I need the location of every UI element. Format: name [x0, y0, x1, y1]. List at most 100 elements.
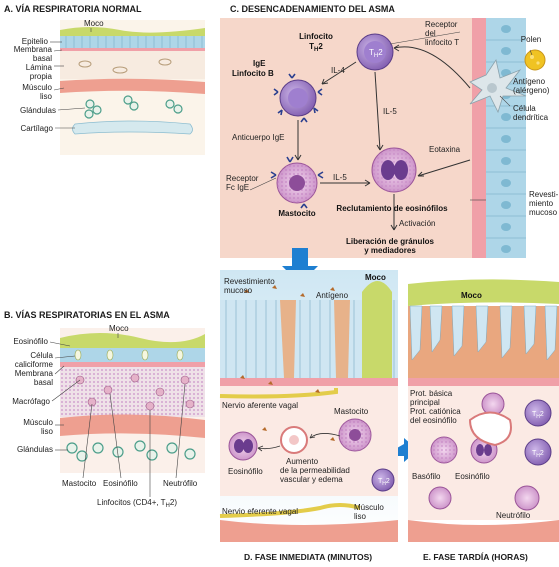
antigen-particles [240, 285, 335, 441]
panel-c-title: C. DESENCADENAMIENTO DEL ASMA [230, 4, 395, 14]
panel-e-title: E. FASE TARDÍA (HORAS) [423, 552, 528, 562]
label-musculo: Músculo [22, 83, 52, 92]
label-il5-b: IL-5 [333, 173, 347, 182]
inflammatory-cells [75, 373, 195, 411]
panel-a-title: A. VÍA RESPIRATORIA NORMAL [4, 4, 142, 14]
label-il5-a: IL-5 [383, 107, 397, 116]
label-revest-d-2: mucoso [224, 286, 253, 295]
label-moco-b: Moco [109, 324, 129, 333]
late-phase-cells [428, 392, 540, 511]
label-nervio-aferente: Nervio aferente vagal [222, 401, 298, 410]
label-membrana: Membrana [14, 45, 53, 54]
label-eotaxina: Eotaxina [429, 145, 461, 154]
label-receptor-fc-2: Fc IgE [226, 183, 249, 192]
label-activacion: Activación [399, 219, 435, 228]
label-receptor-fc-1: Receptor [226, 174, 259, 183]
label-basal: basal [33, 54, 52, 63]
panel-a-leaders [50, 28, 92, 129]
th2-d-label: TH2 [378, 478, 390, 487]
label-antigeno-d: Antígeno [316, 291, 349, 300]
label-mastocito-d: Mastocito [334, 407, 369, 416]
basement-membrane [60, 48, 205, 51]
b-cell-icon [273, 73, 323, 123]
smooth-muscle-d [220, 520, 398, 542]
label-liso-d: liso [354, 512, 367, 521]
label-liberacion-1: Liberación de gránulos [346, 237, 435, 246]
th2-cell-label: TH2 [369, 48, 383, 59]
label-polen: Polen [521, 35, 541, 44]
panel-d: TH2 Revestimiento mucoso Antígeno Moco N… [219, 270, 398, 562]
label-revest-c-1: Revesti- [529, 190, 559, 199]
label-celula-dendritica-2: dendrítica [513, 113, 549, 122]
label-antigeno-c: Antígeno [513, 77, 546, 86]
label-nervio-eferente: Nervio eferente vagal [222, 507, 298, 516]
label-linfocitos: Linfocitos (CD4+, TH2) [97, 498, 177, 509]
th2-cell-icon [356, 33, 394, 71]
label-moco-d: Moco [365, 273, 386, 282]
label-basal-b: basal [34, 378, 53, 387]
label-receptor-t-2: del [425, 29, 436, 38]
th2-e-b-label: TH2 [532, 450, 544, 459]
efferent-nerve [219, 503, 361, 518]
label-neutrofilo-e: Neutrófilo [496, 511, 531, 520]
panel-d-arrows [257, 433, 341, 452]
epithelium-layer [60, 36, 205, 48]
damaged-epithelium [409, 305, 558, 361]
label-epitelio: Epitelio [22, 37, 49, 46]
label-prot-2: principal [410, 398, 440, 407]
panel-c-arrows [294, 44, 471, 231]
label-anticuerpo: Anticuerpo IgE [232, 133, 284, 142]
label-celula-b: Célula [30, 351, 53, 360]
label-revest-c-3: mucoso [529, 208, 558, 217]
label-eosinofilo-e: Eosinófilo [455, 472, 490, 481]
label-glandulas: Glándulas [20, 106, 56, 115]
panel-b-title: B. VÍAS RESPIRATORIAS EN EL ASMA [4, 310, 170, 320]
panel-b-leaders [49, 333, 186, 497]
label-ige: IgE [253, 59, 266, 68]
mast-cell-d-icon [338, 418, 372, 452]
label-linfocito-b: Linfocito B [232, 69, 274, 78]
label-il4: IL-4 [331, 66, 345, 75]
label-membrana-b: Membrana [15, 369, 54, 378]
label-eosinofilo-d: Eosinófilo [228, 467, 263, 476]
label-alergeno: (alérgeno) [513, 86, 550, 95]
asthma-airway-tissue [60, 328, 205, 473]
label-receptor-t-3: linfocito T [425, 38, 459, 47]
afferent-nerve [219, 388, 338, 399]
label-neutrofilo-b: Neutrófilo [163, 479, 198, 488]
label-aumento-1: Aumento [286, 457, 319, 466]
label-eosinofilo-b: Eosinófilo [13, 337, 48, 346]
label-prot-3: Prot. catiónica [410, 407, 461, 416]
eosinophil-d-icon [228, 431, 258, 461]
label-glandulas-b: Glándulas [17, 445, 53, 454]
panel-d-title: D. FASE INMEDIATA (MINUTOS) [244, 552, 372, 562]
label-linfocito-th2: Linfocito [299, 32, 333, 41]
panel-a: A. VÍA RESPIRATORIA NORMAL [4, 4, 205, 155]
label-moco: Moco [84, 19, 104, 28]
label-caliciforme: caliciforme [15, 360, 54, 369]
label-cartilago: Cartílago [21, 124, 54, 133]
panel-c-leaders [249, 31, 533, 201]
label-prot-1: Prot. básica [410, 389, 453, 398]
th2-e-a-label: TH2 [532, 411, 544, 420]
label-musculo-b: Músculo [23, 418, 53, 427]
label-liberacion-2: y mediadores [364, 246, 416, 255]
label-receptor-t-1: Receptor [425, 20, 458, 29]
label-mastocito-b: Mastocito [62, 479, 97, 488]
epithelium-asthma [60, 348, 205, 362]
label-celula-dendritica-1: Célula [513, 104, 536, 113]
normal-airway-tissue [60, 20, 205, 155]
lamina-propria [60, 51, 205, 79]
th2-e-b-icon [524, 438, 552, 466]
label-musculo-d: Músculo [354, 503, 384, 512]
vessel-d-icon [280, 426, 308, 454]
glands [84, 95, 183, 119]
mucus-d [362, 281, 392, 378]
label-basofilo: Basófilo [412, 472, 441, 481]
label-liso-b: liso [41, 427, 54, 436]
thick-basement-membrane [60, 362, 205, 367]
thick-mucus [60, 333, 205, 350]
mucosal-lining-column [472, 18, 559, 258]
th2-d-icon [371, 468, 395, 492]
